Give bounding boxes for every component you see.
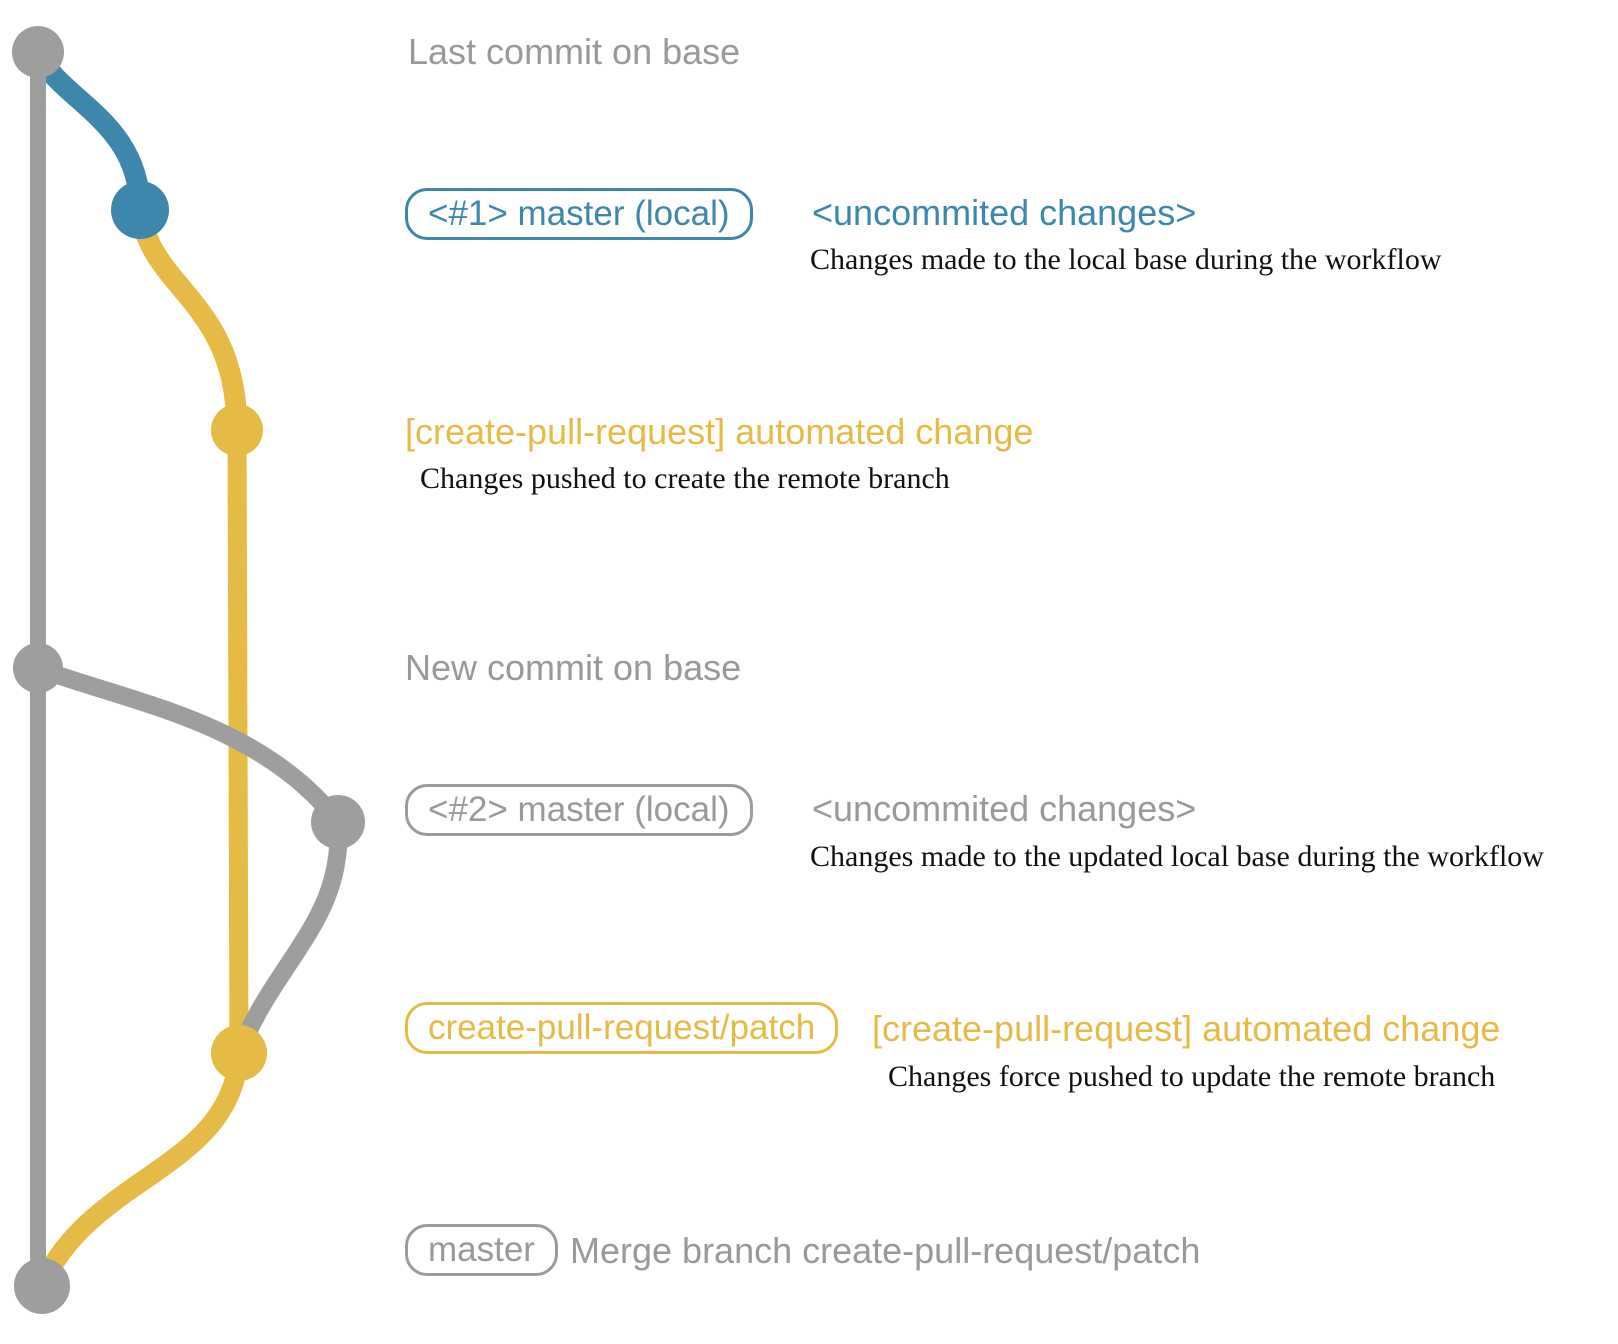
commit-message-uncommitted-2: <uncommited changes> (812, 788, 1197, 829)
branch-badge-master-text: master (428, 1230, 535, 1269)
commit-description-4: Changes force pushed to update the remot… (888, 1060, 1496, 1093)
branch-badge-master-local-2: <#2> master (local) (405, 784, 753, 836)
patch-merge-curve (32, 1043, 249, 1296)
branch-badge-master-local-2-text: <#2> master (local) (428, 790, 730, 829)
commit-message-automated-1: [create-pull-request] automated change (405, 411, 1034, 452)
commit-message-merge: Merge branch create-pull-request/patch (570, 1230, 1201, 1271)
local-branch-curve-2-in (230, 813, 348, 1062)
last-commit-label: Last commit on base (408, 31, 741, 72)
commit-message-uncommitted-1: <uncommited changes> (812, 192, 1197, 233)
commit-node-patch-1 (211, 404, 263, 456)
commit-node-local-2 (311, 795, 365, 849)
commit-node-merge (14, 1258, 70, 1314)
branch-badge-master-local-1: <#1> master (local) (405, 188, 753, 240)
commit-node-new-base (13, 643, 63, 693)
branch-badge-create-pull-request-patch-text: create-pull-request/patch (428, 1008, 816, 1047)
commit-description-3: Changes made to the updated local base d… (810, 840, 1544, 873)
commit-node-patch-2 (211, 1025, 267, 1081)
commit-message-automated-2: [create-pull-request] automated change (872, 1008, 1501, 1049)
commit-node-last-base (12, 26, 64, 78)
local-branch-curve-2-out (29, 659, 347, 831)
branch-badge-master-local-1-text: <#1> master (local) (428, 194, 730, 233)
commit-description-1: Changes made to the local base during th… (810, 243, 1442, 276)
patch-branch-curve-1 (129, 199, 248, 441)
new-commit-label: New commit on base (405, 647, 742, 688)
commit-node-local-1 (111, 181, 169, 239)
commit-description-2: Changes pushed to create the remote bran… (420, 462, 950, 495)
branch-badge-master: master (405, 1224, 558, 1276)
branch-badge-create-pull-request-patch: create-pull-request/patch (405, 1002, 839, 1054)
